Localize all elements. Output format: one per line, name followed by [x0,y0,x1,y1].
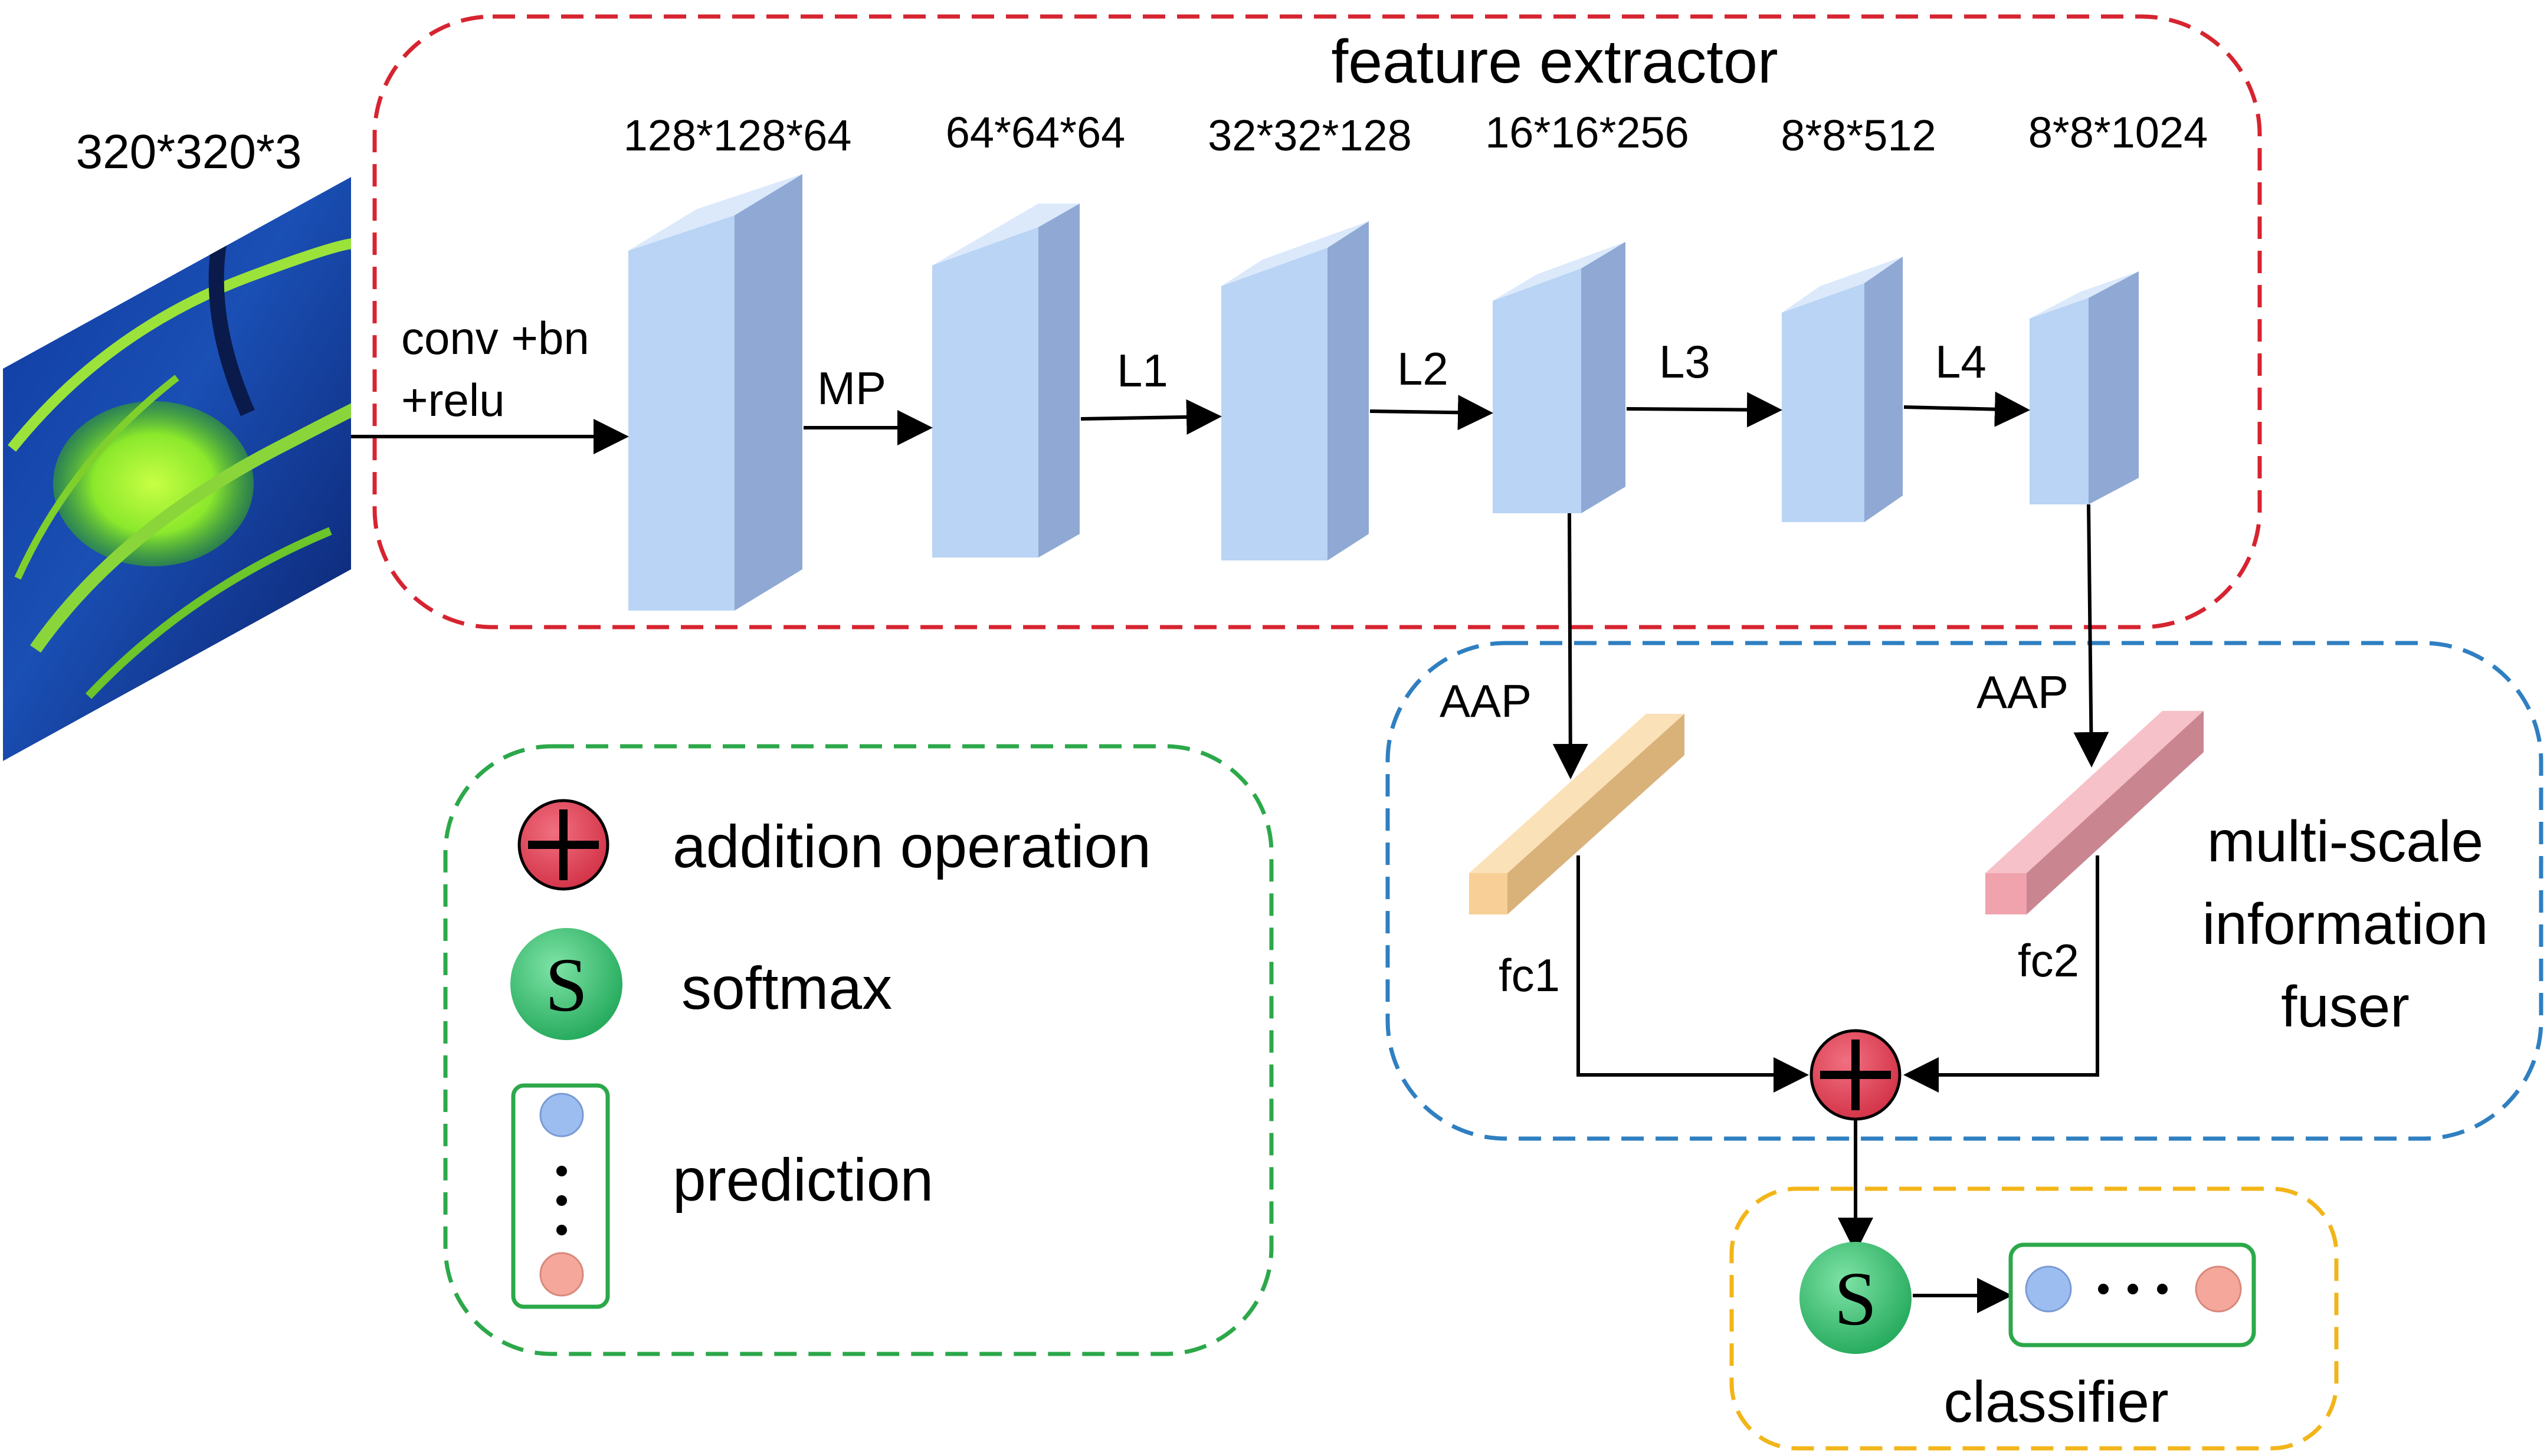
block-6 [2030,271,2139,504]
stage-dim-6: 8*8*1024 [2028,108,2208,157]
l3-label: L3 [1659,336,1710,388]
legend-region [443,744,1274,1356]
prediction-circle-pink [2195,1265,2242,1313]
fc2-label: fc2 [2018,934,2079,986]
classifier-prediction-box [2008,1242,2256,1347]
classifier-region [1729,1186,2339,1451]
classifier-softmax-symbol: S [1834,1257,1877,1342]
fuser-region [1385,641,2543,1141]
prediction-dot-1 [2098,1284,2109,1294]
feature-extractor-region [372,14,2262,629]
arrow-l3 [1626,392,1782,428]
prediction-dot-2 [2128,1284,2138,1294]
fc1-bar [1469,714,1684,914]
l4-label: L4 [1935,336,1987,388]
block-1 [628,174,802,611]
feature-extractor-title: feature extractor [1331,28,1778,96]
arrow-l2 [1369,395,1493,431]
stage-dim-1: 128*128*64 [624,111,852,160]
arrow-aap-left [1552,513,1588,779]
l1-label: L1 [1117,345,1168,396]
prediction-dot-3 [2157,1284,2168,1294]
stage-dim-4: 16*16*256 [1485,108,1689,157]
aap-left-label: AAP [1440,675,1532,727]
stage-dim-2: 64*64*64 [946,108,1126,157]
block-2 [932,204,1080,558]
fuser-title-line1: multi-scale [2207,809,2483,874]
legend-softmax-label: softmax [681,955,892,1022]
stem-label-line2: +relu [401,374,505,426]
legend-prediction-label: prediction [673,1146,933,1214]
prediction-circle-blue [2025,1265,2072,1313]
classifier-softmax-node: S [1799,1242,1912,1354]
fc2-bar [1985,711,2204,914]
block-3 [1221,221,1369,560]
classifier-title: classifier [1943,1369,2168,1434]
legend-prediction-icon [511,1083,610,1309]
legend-addition-icon [517,799,609,891]
arrow-l1 [1080,399,1222,435]
mp-label: MP [817,362,886,414]
l2-label: L2 [1397,343,1448,395]
aap-right-label: AAP [1976,666,2069,718]
block-5 [1782,257,1903,522]
fuser-title-line2: information [2202,891,2489,956]
arrow-l4 [1903,391,2030,427]
legend-softmax-symbol: S [545,943,588,1028]
fc1-label: fc1 [1499,949,1560,1001]
connector-fc1 [1576,855,1809,1093]
input-dims-label: 320*320*3 [76,125,301,179]
input-image [3,177,351,761]
addition-node [1810,1029,1902,1121]
block-4 [1493,242,1625,513]
stage-dim-5: 8*8*512 [1781,111,1936,160]
fuser-title-line3: fuser [2281,974,2410,1039]
stem-label-line1: conv +bn [401,312,589,364]
connector-fc2 [1903,855,2099,1093]
legend-addition-label: addition operation [673,813,1151,880]
legend-softmax-icon: S [510,928,622,1040]
arrow-aap-right [2073,504,2109,768]
stage-dim-3: 32*32*128 [1208,111,1412,160]
